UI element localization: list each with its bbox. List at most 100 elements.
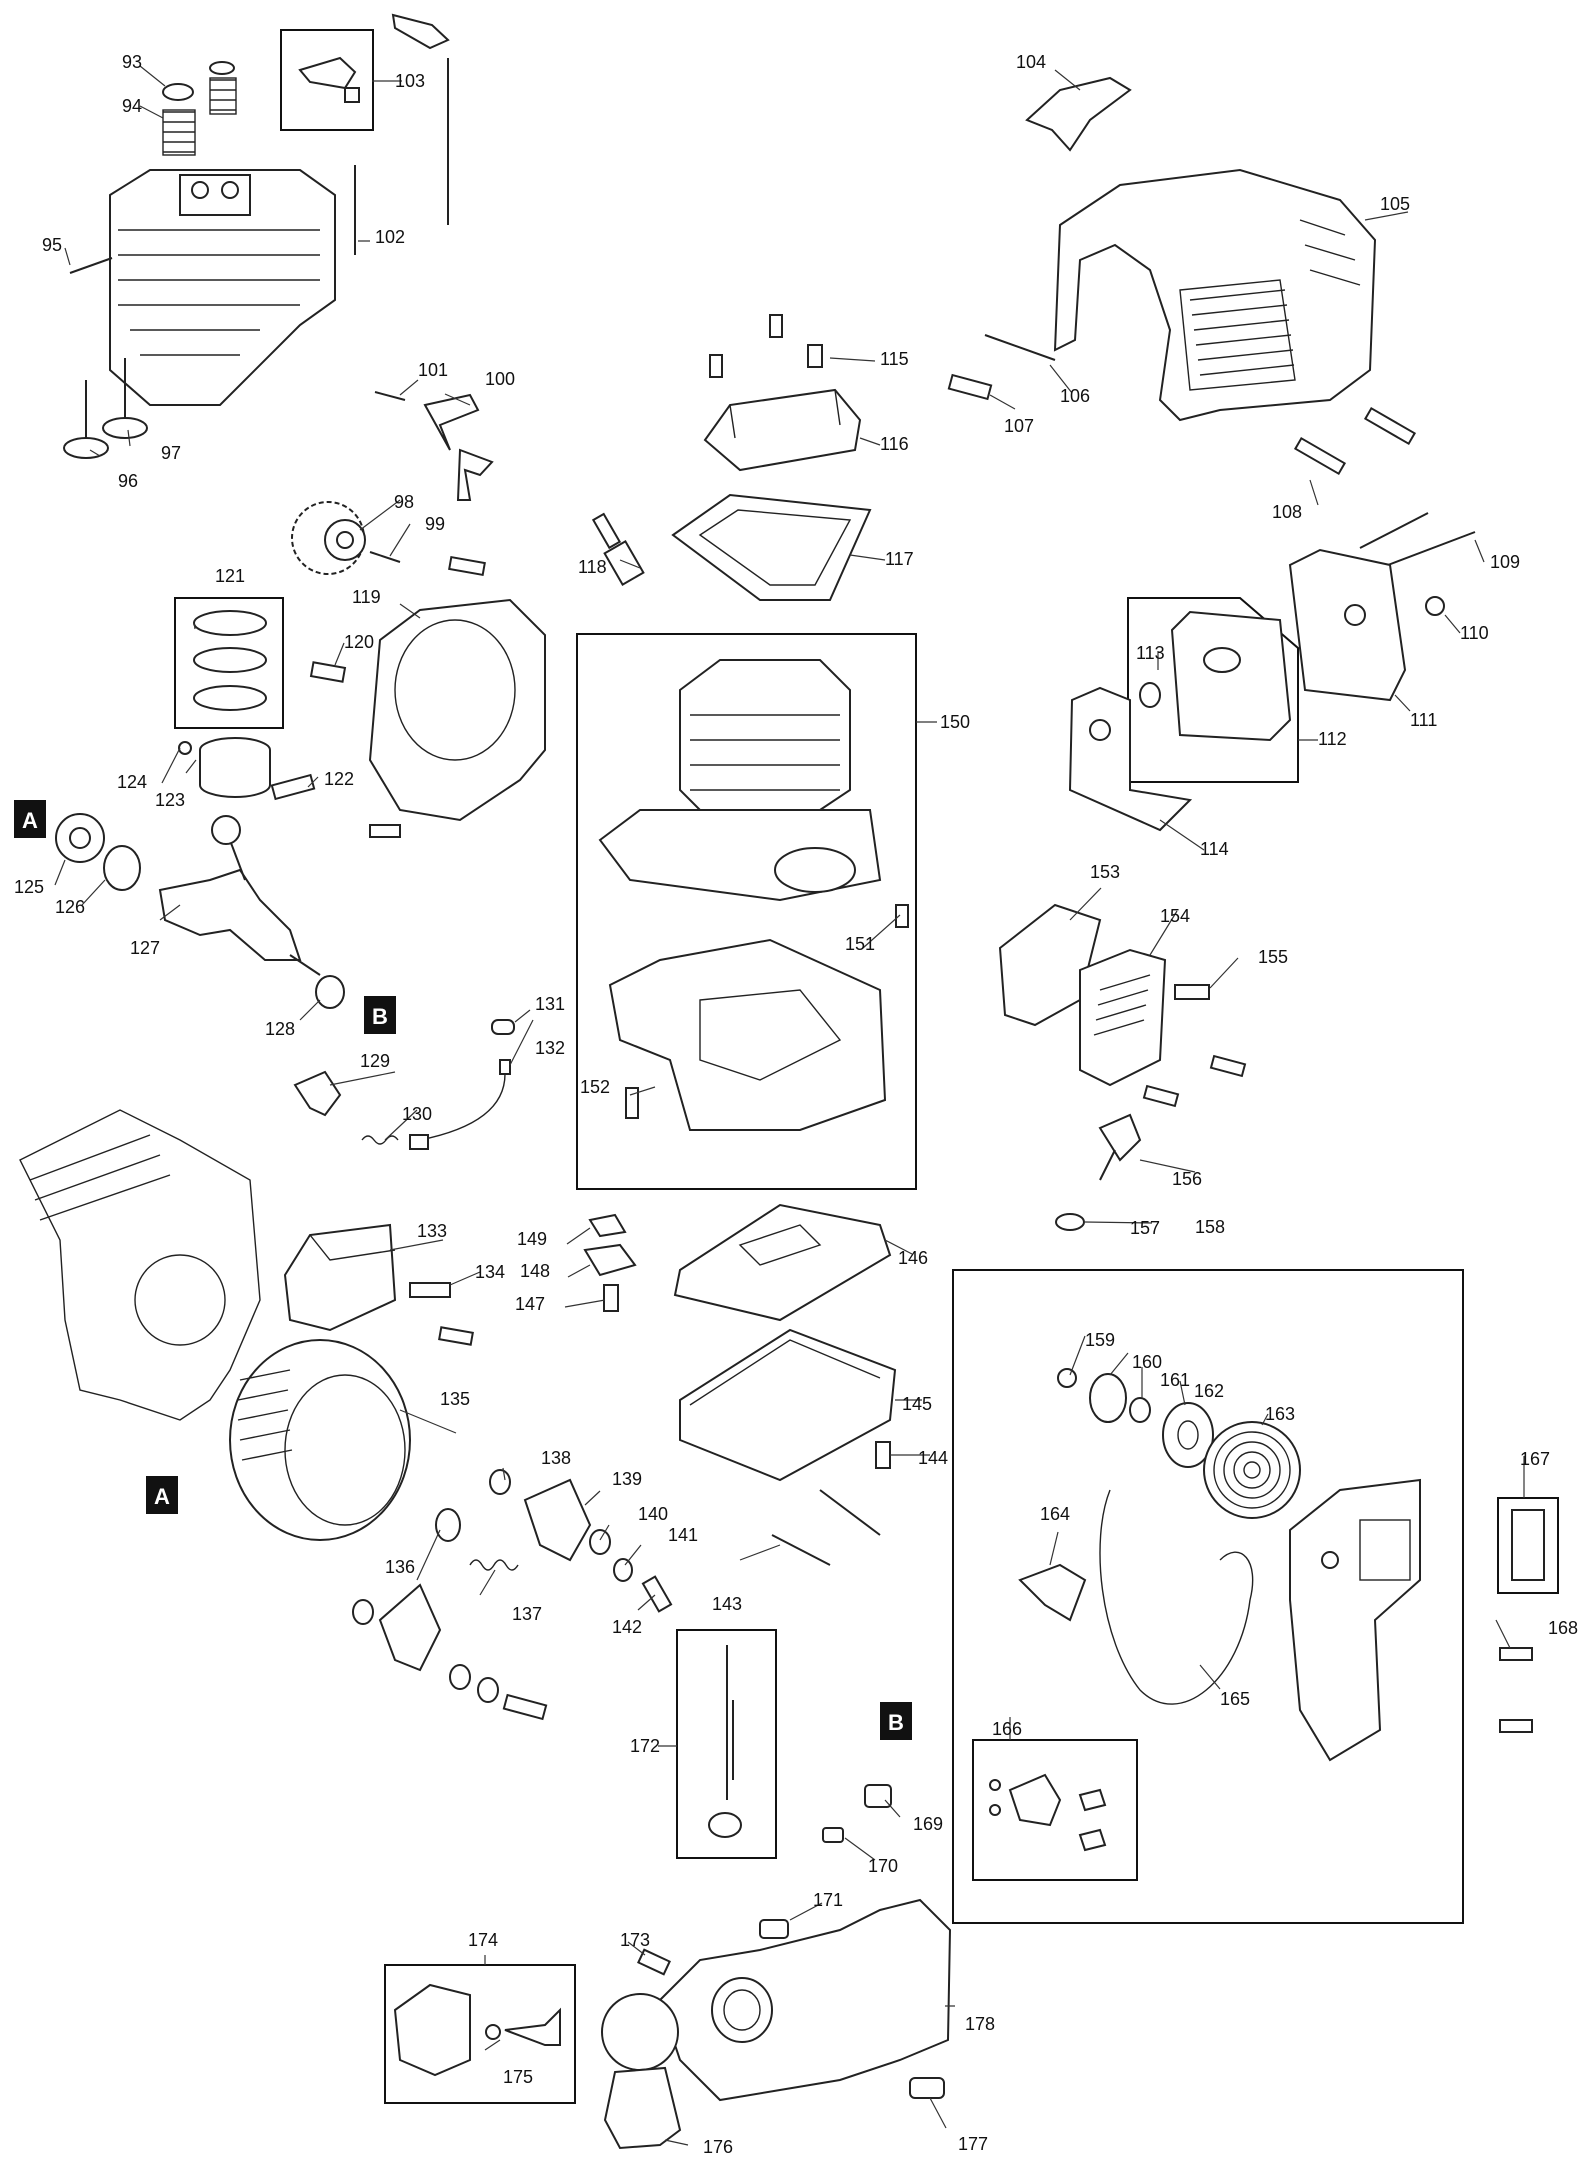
fuel-tank-178 xyxy=(658,1898,952,2102)
callout-167: 167 xyxy=(1520,1449,1550,1469)
head-cover-116 xyxy=(703,388,862,472)
callout-114: 114 xyxy=(1200,839,1229,859)
callout-116: 116 xyxy=(880,434,909,454)
oil-pan-145 xyxy=(679,1328,897,1482)
washer-141 xyxy=(613,1558,633,1582)
valve-spring-94 xyxy=(162,109,196,156)
callout-142: 142 xyxy=(612,1617,642,1637)
spring-130 xyxy=(361,1135,399,1145)
callout-122: 122 xyxy=(324,769,354,789)
pin-143 xyxy=(771,1489,881,1566)
callout-121: 121 xyxy=(215,566,245,586)
svg-text:B: B xyxy=(888,1710,904,1735)
screw-159 xyxy=(1057,1368,1077,1388)
nozzle-156 xyxy=(1098,1113,1142,1181)
bolt-109b xyxy=(1359,512,1429,549)
callout-178: 178 xyxy=(965,2014,995,2034)
callout-139: 139 xyxy=(612,1469,642,1489)
screw-144 xyxy=(875,1441,891,1469)
box-166 xyxy=(972,1739,1138,1881)
callout-151: 151 xyxy=(845,934,875,954)
callout-115: 115 xyxy=(880,349,909,369)
grommet-131 xyxy=(491,1019,515,1035)
clutch-lower xyxy=(352,1583,548,1721)
svg-text:A: A xyxy=(154,1484,170,1509)
callout-136: 136 xyxy=(385,1557,415,1577)
engine-block-left xyxy=(19,1109,261,1421)
callout-118: 118 xyxy=(578,557,607,577)
marker-a-top: A xyxy=(14,800,46,838)
bolt-109 xyxy=(1387,531,1476,566)
callout-103: 103 xyxy=(395,71,425,91)
label-167 xyxy=(1511,1509,1545,1581)
callout-125: 125 xyxy=(14,877,44,897)
clutch-shoe-139 xyxy=(523,1478,592,1562)
callout-168: 168 xyxy=(1548,1618,1578,1638)
bearing-125 xyxy=(55,813,105,863)
callout-132: 132 xyxy=(535,1038,565,1058)
callout-145: 145 xyxy=(902,1394,932,1414)
callout-148: 148 xyxy=(520,1261,550,1281)
tip-113 xyxy=(1139,682,1161,708)
heat-shield-111 xyxy=(1288,548,1407,702)
box-174 xyxy=(384,1964,576,2104)
valve-96 xyxy=(63,380,109,459)
callout-labels: 93 94 95 96 97 98 99 100 101 102 103 104… xyxy=(14,52,1578,2157)
callout-106: 106 xyxy=(1060,386,1090,406)
callout-104: 104 xyxy=(1016,52,1046,72)
callout-155: 155 xyxy=(1258,947,1288,967)
washer-138 xyxy=(489,1469,511,1495)
grommet-171 xyxy=(759,1919,789,1939)
marker-b-top: B xyxy=(364,996,396,1034)
callout-129: 129 xyxy=(360,1051,390,1071)
marker-b-bottom: B xyxy=(880,1702,912,1740)
cylinder-150 xyxy=(598,659,882,902)
callout-110: 110 xyxy=(1460,623,1489,643)
rocker-top-right xyxy=(391,13,450,225)
svg-text:A: A xyxy=(22,808,38,833)
callout-152: 152 xyxy=(580,1077,610,1097)
callout-157: 157 xyxy=(1130,1218,1160,1238)
pin-99 xyxy=(369,551,401,563)
bolt-168 xyxy=(1499,1647,1533,1661)
callout-143: 143 xyxy=(712,1594,742,1614)
callout-172: 172 xyxy=(630,1736,660,1756)
callout-120: 120 xyxy=(344,632,374,652)
callout-108: 108 xyxy=(1272,502,1302,522)
callout-153: 153 xyxy=(1090,862,1120,882)
bolt-155b xyxy=(1209,1054,1247,1078)
callout-131: 131 xyxy=(535,994,565,1014)
retainer-175 xyxy=(504,2007,561,2046)
callout-140: 140 xyxy=(638,1504,668,1524)
bolt-168b xyxy=(1499,1719,1533,1733)
cap-174 xyxy=(393,1983,501,2077)
plate-114 xyxy=(1068,686,1193,832)
pin-101 xyxy=(374,391,406,401)
box-158 xyxy=(952,1269,1464,1924)
pawl-166 xyxy=(989,1773,1107,1852)
nut-110 xyxy=(1425,596,1445,616)
valve-spring-top xyxy=(209,61,237,115)
callout-174: 174 xyxy=(468,1930,498,1950)
bolt-108b xyxy=(1363,406,1417,446)
screw-151 xyxy=(895,904,909,928)
gasket-149 xyxy=(588,1213,627,1238)
valve-97 xyxy=(102,358,148,439)
piston-pin-122 xyxy=(270,773,316,801)
valve-cap-93 xyxy=(162,83,194,101)
callout-99: 99 xyxy=(425,514,445,534)
callout-126: 126 xyxy=(55,897,85,917)
callout-161: 161 xyxy=(1160,1370,1190,1390)
leader-lines xyxy=(54,65,1525,2146)
callout-158: 158 xyxy=(1195,1217,1225,1237)
callout-95: 95 xyxy=(42,235,62,255)
fitting-173 xyxy=(637,1948,671,1976)
callout-165: 165 xyxy=(1220,1689,1250,1709)
hub-160 xyxy=(1089,1373,1127,1423)
recoil-spring-163 xyxy=(1203,1421,1301,1519)
callout-175: 175 xyxy=(503,2067,533,2087)
bolt-155 xyxy=(1174,984,1210,1000)
piston-rings-121 xyxy=(193,610,267,711)
washer-157 xyxy=(1055,1213,1085,1231)
